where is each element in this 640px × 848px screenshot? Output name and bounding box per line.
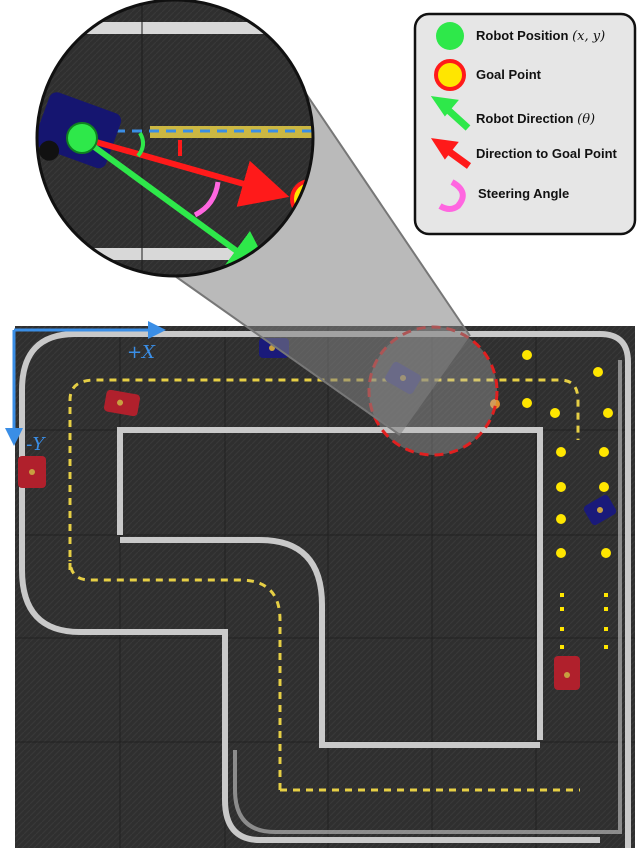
goal-dot	[601, 548, 611, 558]
legend-label-direction-to-goal: Direction to Goal Point	[476, 146, 618, 161]
x-axis-label: X	[140, 342, 156, 363]
goal-dot	[522, 350, 532, 360]
zoom-view	[35, 0, 315, 278]
robot-position-marker	[66, 122, 98, 154]
blue-robot-icon	[583, 494, 617, 526]
outer-track-border	[19, 331, 631, 848]
goal-dot	[550, 408, 560, 418]
green-arrow-stem	[443, 105, 471, 131]
legend-label-robot-direction: Robot Direction (θ)	[476, 111, 595, 127]
red-arrow-stem	[444, 147, 472, 169]
goal-dot	[560, 627, 564, 631]
goal-dot	[556, 482, 566, 492]
goal-dot	[603, 408, 613, 418]
y-axis-sign: -	[26, 434, 33, 455]
y-axis-label: Y	[33, 434, 47, 455]
pink-arc-icon	[438, 179, 466, 212]
direction-to-goal-arrow	[81, 135, 290, 207]
callout-edge	[174, 275, 401, 436]
goal-dot	[560, 593, 564, 597]
track-center-line	[68, 378, 580, 792]
legend-label-robot-position: Robot Position (x, y)	[476, 28, 605, 44]
track-map	[15, 326, 635, 848]
coordinate-axes: +X -Y	[5, 321, 166, 455]
yellow-red-circle-icon	[434, 59, 466, 91]
goal-point-marker	[490, 399, 500, 409]
green-arrow-icon	[430, 96, 459, 117]
legend-box	[413, 12, 637, 236]
inner-track-border-top	[117, 427, 543, 740]
red-robot-icon	[18, 456, 46, 488]
goal-dot	[604, 645, 608, 649]
goal-dots	[522, 350, 613, 649]
goal-dot	[522, 398, 532, 408]
svg-text:-Y: -Y	[26, 434, 47, 455]
callout-edge	[289, 69, 471, 337]
steering-angle-arc	[193, 181, 221, 218]
goal-dot	[556, 548, 566, 558]
red-robot-icon	[103, 389, 141, 417]
legend-label-goal-point: Goal Point	[476, 67, 542, 82]
zoom-circle-border	[35, 0, 315, 278]
legend-label-steering-angle: Steering Angle	[478, 186, 569, 201]
goal-dot	[604, 627, 608, 631]
goal-dot	[560, 607, 564, 611]
goal-dot	[556, 447, 566, 457]
red-arrow-icon	[430, 138, 459, 160]
x-axis-sign: +	[127, 342, 142, 363]
svg-text:+X: +X	[127, 342, 156, 363]
inner-track-border-bottom	[233, 360, 622, 834]
robot-direction-arrow	[80, 135, 275, 276]
goal-dot	[593, 367, 603, 377]
green-circle-icon	[436, 22, 464, 50]
goal-dot	[556, 514, 566, 524]
goal-dot	[599, 482, 609, 492]
goal-dot	[560, 645, 564, 649]
red-robot-icon	[554, 656, 580, 690]
angle-arc	[136, 131, 145, 158]
goal-dot	[604, 607, 608, 611]
goal-dot	[604, 593, 608, 597]
inner-track-border-middle	[120, 537, 540, 748]
goal-dot	[599, 447, 609, 457]
legend: Robot Position (x, y) Goal Point Robot D…	[413, 12, 637, 236]
